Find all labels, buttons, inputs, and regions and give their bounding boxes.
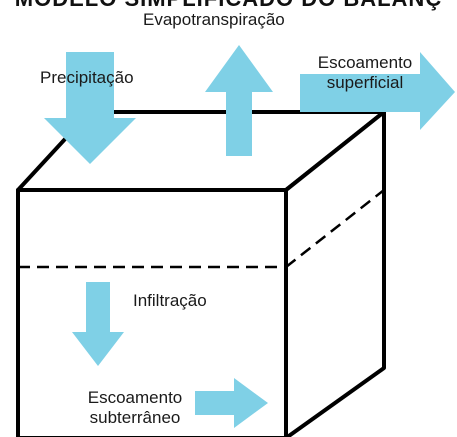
subsurface-runoff-label: Escoamento subterrâneo: [80, 388, 190, 428]
subsurface-runoff-label-line-1: Escoamento: [87, 388, 183, 407]
precipitation-label: Precipitação: [40, 68, 134, 87]
surface-runoff-label-line-1: Escoamento: [317, 53, 413, 72]
cube: [16, 110, 386, 437]
subsurface-runoff-label-line-2: subterrâneo: [89, 408, 181, 427]
precipitation-arrow: [44, 52, 136, 164]
arrows: [44, 45, 455, 428]
diagram-title: MODELO SIMPLIFICADO DO BALANÇ: [0, 0, 457, 12]
cube-side-face: [284, 110, 386, 437]
surface-runoff-label: Escoamento superficial: [300, 53, 430, 93]
surface-runoff-arrow: [300, 52, 455, 130]
water-table-side-dashed: [285, 189, 385, 268]
subsurface-runoff-arrow: [195, 378, 268, 428]
infiltration-label: Infiltração: [133, 291, 207, 310]
evapotranspiration-arrow: [205, 45, 273, 156]
surface-runoff-label-line-2: superficial: [326, 73, 404, 92]
infiltration-arrow: [72, 282, 124, 366]
evapotranspiration-label: Evapotranspiração: [143, 10, 285, 29]
